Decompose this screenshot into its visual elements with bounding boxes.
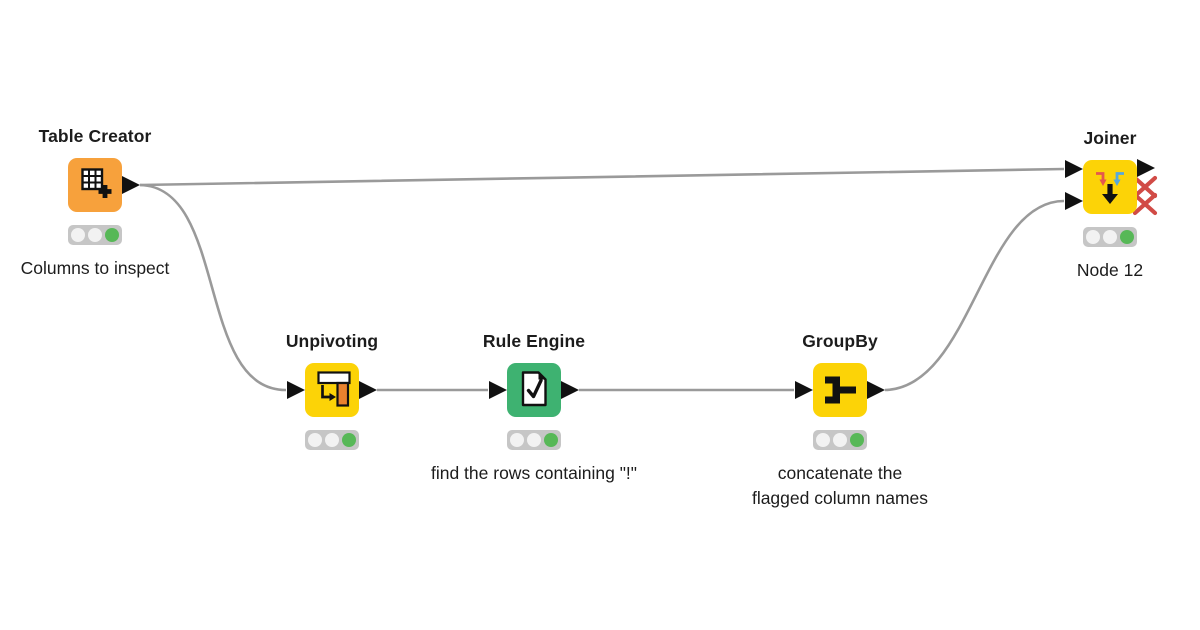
joiner-inactive-port-x-icon: [1132, 175, 1158, 199]
node-annotation: find the rows containing "!": [430, 463, 637, 483]
node-body-rule-engine[interactable]: [507, 363, 561, 417]
joiner-input-port-top[interactable]: [1065, 160, 1083, 178]
node-annotation: concatenate the flagged column names: [751, 463, 929, 509]
status-light-green: [1120, 230, 1134, 244]
status-light-red: [1086, 230, 1100, 244]
table-creator-output-port[interactable]: [122, 176, 140, 194]
joiner-inactive-port-x-icon: [1132, 192, 1158, 216]
node-unpivoting: Unpivoting: [286, 331, 378, 450]
status-light-yellow: [325, 433, 339, 447]
status-light-green: [342, 433, 356, 447]
status-light-yellow: [833, 433, 847, 447]
node-annotation: Node 12: [1076, 260, 1144, 280]
status-light-red: [308, 433, 322, 447]
group-merge-icon: [825, 376, 856, 404]
status-light-red: [71, 228, 85, 242]
node-body-groupby[interactable]: [813, 363, 867, 417]
connection-tablecreator-unpivoting[interactable]: [139, 183, 287, 392]
status-traffic-light: [1083, 227, 1137, 247]
joiner-input-port-bottom[interactable]: [1065, 192, 1083, 210]
node-rule-engine: Rule Engine find the rows containing "!": [431, 331, 637, 483]
node-title: Unpivoting: [285, 331, 379, 351]
status-light-yellow: [88, 228, 102, 242]
status-traffic-light: [68, 225, 122, 245]
node-body-joiner[interactable]: [1083, 160, 1137, 214]
status-traffic-light: [305, 430, 359, 450]
groupby-output-port[interactable]: [867, 381, 885, 399]
joiner-output-port[interactable]: [1137, 159, 1155, 177]
unpivoting-output-port[interactable]: [359, 381, 377, 399]
node-title: Rule Engine: [482, 331, 586, 351]
node-title: Table Creator: [38, 126, 152, 146]
connection-tablecreator-joiner[interactable]: [139, 167, 1065, 187]
node-body-unpivoting[interactable]: [305, 363, 359, 417]
rule-engine-output-port[interactable]: [561, 381, 579, 399]
groupby-input-port[interactable]: [795, 381, 813, 399]
join-arrows-icon: [1096, 172, 1124, 204]
rule-engine-input-port[interactable]: [489, 381, 507, 399]
status-traffic-light: [507, 430, 561, 450]
node-table-creator: Table Creator Columns to inspect: [21, 126, 170, 278]
node-joiner: Joiner Node 12: [1077, 128, 1143, 280]
status-traffic-light: [813, 430, 867, 450]
status-light-green: [105, 228, 119, 242]
status-light-red: [510, 433, 524, 447]
status-light-green: [850, 433, 864, 447]
unpivot-icon: [317, 371, 351, 407]
unpivoting-input-port[interactable]: [287, 381, 305, 399]
status-light-yellow: [527, 433, 541, 447]
status-light-green: [544, 433, 558, 447]
node-annotation: Columns to inspect: [20, 258, 170, 278]
status-light-yellow: [1103, 230, 1117, 244]
status-light-red: [816, 433, 830, 447]
document-check-icon: [521, 371, 547, 407]
node-title: GroupBy: [802, 331, 878, 351]
node-title: Joiner: [1083, 128, 1137, 148]
node-groupby: GroupBy concatenate the flagged column n…: [752, 331, 928, 508]
table-plus-icon: [81, 168, 112, 198]
connection-groupby-joiner[interactable]: [884, 199, 1065, 392]
node-body-table-creator[interactable]: [68, 158, 122, 212]
